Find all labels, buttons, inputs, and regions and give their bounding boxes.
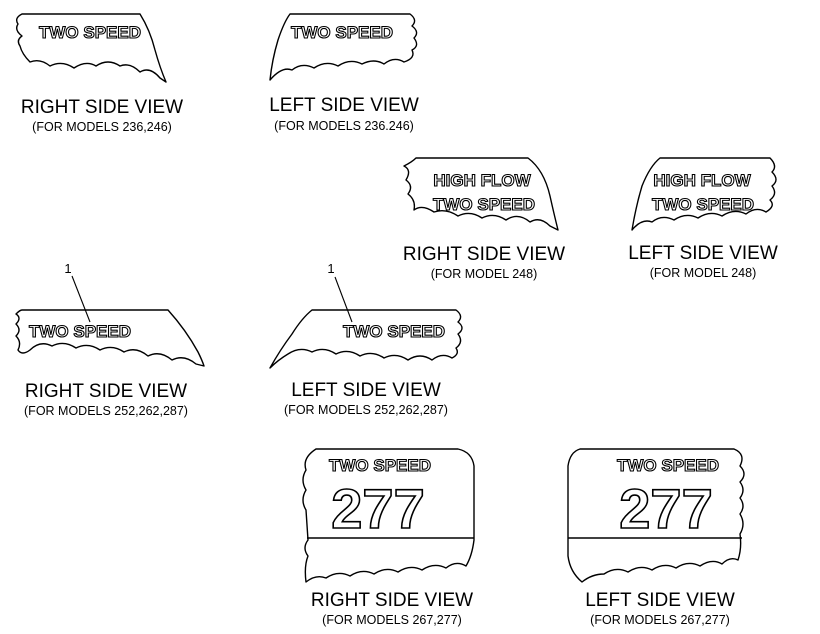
model-caption: (FOR MODELS 252,262,287) <box>24 404 188 418</box>
decal-left-267-277: TWO SPEED 277 LEFT SIDE VIEW (FOR MODELS… <box>567 448 745 627</box>
model-caption: (FOR MODELS 252,262,287) <box>284 403 448 417</box>
callout-number: 1 <box>327 261 334 276</box>
model-number: 277 <box>331 477 424 540</box>
view-title: LEFT SIDE VIEW <box>585 590 735 611</box>
view-title: LEFT SIDE VIEW <box>291 380 441 401</box>
model-caption: (FOR MODELS 236,246) <box>32 120 172 134</box>
decal-label: TWO SPEED <box>433 195 535 214</box>
decal-label: TWO SPEED <box>652 195 754 214</box>
decal-label: TWO SPEED <box>291 23 393 42</box>
model-caption: (FOR MODEL 248) <box>431 267 538 281</box>
model-number: 277 <box>619 477 712 540</box>
callout-leader <box>334 276 353 323</box>
decal-left-252-262-287: TWO SPEED 1 LEFT SIDE VIEW (FOR MODELS 2… <box>269 261 463 417</box>
view-title: RIGHT SIDE VIEW <box>21 97 183 118</box>
model-caption: (FOR MODELS 267,277) <box>590 613 730 627</box>
view-title: LEFT SIDE VIEW <box>269 95 419 116</box>
model-caption: (FOR MODEL 248) <box>650 266 757 280</box>
view-title: RIGHT SIDE VIEW <box>311 590 473 611</box>
decal-label-high-flow: HIGH FLOW <box>433 171 531 190</box>
decal-label: TWO SPEED <box>617 456 719 475</box>
decal-left-248: HIGH FLOW TWO SPEED LEFT SIDE VIEW (FOR … <box>628 157 778 280</box>
decal-label: TWO SPEED <box>29 322 131 341</box>
callout-leader <box>71 275 91 323</box>
view-title: RIGHT SIDE VIEW <box>403 244 565 265</box>
decal-right-248: HIGH FLOW TWO SPEED RIGHT SIDE VIEW (FOR… <box>403 157 565 281</box>
callout-number: 1 <box>64 261 71 276</box>
decal-right-267-277: TWO SPEED 277 RIGHT SIDE VIEW (FOR MODEL… <box>302 448 475 627</box>
view-title: RIGHT SIDE VIEW <box>25 381 187 402</box>
decal-label: TWO SPEED <box>39 23 141 42</box>
decal-right-252-262-287: TWO SPEED 1 RIGHT SIDE VIEW (FOR MODELS … <box>15 261 205 418</box>
decal-label: TWO SPEED <box>343 322 445 341</box>
decal-right-236-246: TWO SPEED RIGHT SIDE VIEW (FOR MODELS 23… <box>15 13 183 134</box>
model-caption: (FOR MODELS 236.246) <box>274 119 414 133</box>
decal-left-236-246: TWO SPEED LEFT SIDE VIEW (FOR MODELS 236… <box>269 13 419 133</box>
view-title: LEFT SIDE VIEW <box>628 243 778 264</box>
decal-label: TWO SPEED <box>329 456 431 475</box>
decal-label-high-flow: HIGH FLOW <box>653 171 751 190</box>
model-caption: (FOR MODELS 267,277) <box>322 613 462 627</box>
